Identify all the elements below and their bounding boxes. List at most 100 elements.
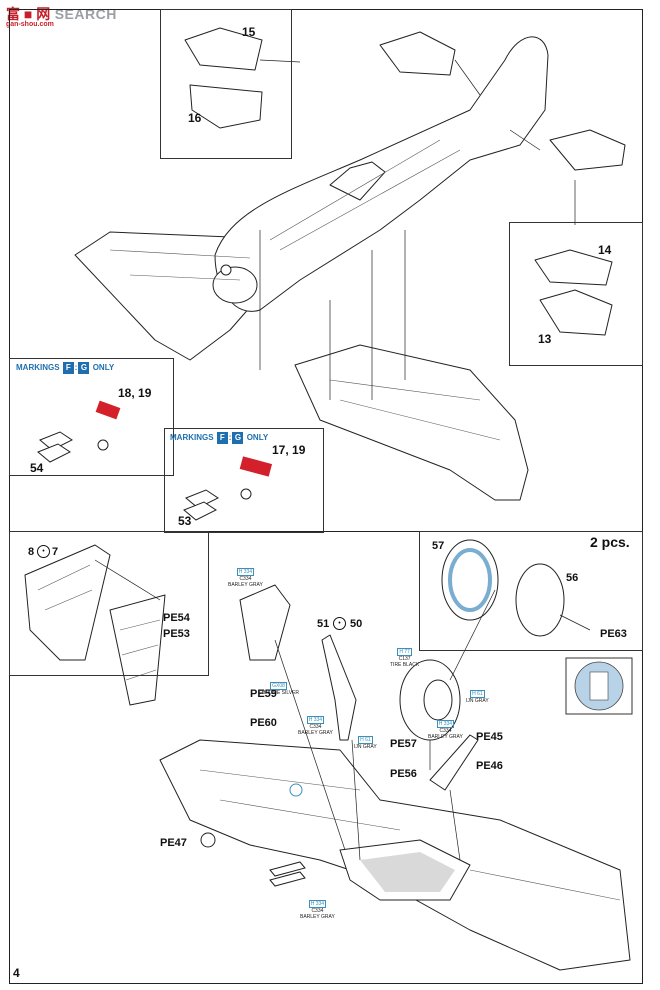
paint-code-alt: C137 bbox=[398, 656, 411, 662]
part-label-7: 7 bbox=[52, 546, 59, 558]
part-17-19-red bbox=[239, 456, 273, 477]
part-label-57: 57 bbox=[432, 540, 445, 552]
part-label-13: 13 bbox=[538, 332, 552, 346]
pe-frame-54 bbox=[109, 594, 166, 706]
paint-name: IJN GRAY bbox=[354, 744, 377, 750]
right-wing-outline bbox=[294, 344, 529, 501]
watermark-url: gan-shou.com bbox=[6, 21, 54, 28]
pe-label-45: PE45 bbox=[476, 731, 503, 743]
part-label-8: 8 bbox=[28, 546, 35, 558]
part-label-51: 51 bbox=[317, 618, 330, 630]
elevator-part-right bbox=[549, 129, 626, 171]
paint-callout-ijn-gray: H 61 IJN GRAY bbox=[466, 690, 489, 704]
paint-name: BARLEY GRAY bbox=[428, 734, 463, 740]
wheel-half-56 bbox=[515, 563, 565, 637]
paint-callout-barley-gray: H 334 C334 BARLEY GRAY bbox=[298, 716, 333, 736]
part-label-18-19: 18, 19 bbox=[118, 386, 152, 400]
wheel-hub bbox=[423, 679, 453, 721]
quantity-label: 2 pcs. bbox=[590, 534, 630, 550]
inset-rudder bbox=[160, 9, 292, 159]
paint-code: H 77 bbox=[397, 648, 412, 656]
marking-code-f: F bbox=[216, 432, 228, 444]
elevator-part-14 bbox=[534, 249, 613, 286]
pe-label-56: PE56 bbox=[390, 768, 417, 780]
watermark-brand: 富 ■ 网 bbox=[6, 6, 51, 22]
watermark-search: SEARCH bbox=[54, 6, 117, 22]
pe-label-54: PE54 bbox=[163, 612, 190, 624]
paint-code: H 334 bbox=[306, 716, 325, 724]
markings-note-left: MARKINGS F:G ONLY bbox=[16, 362, 115, 374]
part-18-19-red bbox=[95, 400, 121, 420]
pe-label-53: 53 bbox=[178, 514, 192, 528]
part-side-icon: • bbox=[37, 545, 50, 558]
pe-label-54: 54 bbox=[30, 461, 44, 475]
pe-label-60: PE60 bbox=[250, 717, 277, 729]
pe-label-46: PE46 bbox=[476, 760, 503, 772]
markings-prefix: MARKINGS bbox=[16, 363, 60, 372]
paint-code-alt: C334 bbox=[311, 908, 324, 914]
part-label-56: 56 bbox=[566, 572, 579, 584]
gear-door-8 bbox=[24, 544, 111, 661]
part-label-16: 16 bbox=[188, 111, 202, 125]
pe-label-57: PE57 bbox=[390, 738, 417, 750]
paint-callout-barley-gray: H 334 C334 BARLEY GRAY bbox=[428, 720, 463, 740]
wheel-rim-mask bbox=[448, 548, 492, 612]
paint-name: IJN GRAY bbox=[466, 698, 489, 704]
marking-code-g: G bbox=[78, 362, 90, 374]
paint-code: H 334 bbox=[236, 568, 255, 576]
marking-code-g: G bbox=[232, 432, 244, 444]
paint-name: BARLEY GRAY bbox=[298, 730, 333, 736]
gear-inner-door bbox=[239, 584, 291, 661]
paint-name: TIRE BLACK bbox=[390, 662, 420, 668]
paint-code-alt: C334 bbox=[239, 576, 252, 582]
paint-callout-tire-black: H 77 C137 TIRE BLACK bbox=[390, 648, 419, 668]
inset-elevator bbox=[509, 222, 643, 366]
elevator-part-13 bbox=[539, 289, 613, 336]
paint-code: H 61 bbox=[358, 736, 373, 744]
watermark: 富 ■ 网 SEARCH gan-shou.com bbox=[6, 4, 117, 28]
paint-code-alt: C334 bbox=[309, 724, 322, 730]
paint-code: GX08 bbox=[270, 682, 287, 690]
paint-code: H 334 bbox=[436, 720, 455, 728]
gear-strut-51 bbox=[321, 634, 357, 741]
part-side-icon: • bbox=[333, 617, 346, 630]
paint-name: CHROME SILVER bbox=[258, 690, 300, 696]
paint-callout-barley-gray: H 334 C334 BARLEY GRAY bbox=[300, 900, 335, 920]
part-label-14: 14 bbox=[598, 243, 612, 257]
pe-label-63: PE63 bbox=[600, 628, 627, 640]
inset-markings-right bbox=[164, 428, 324, 533]
nose-intake bbox=[212, 266, 258, 304]
pe-label-47: PE47 bbox=[160, 837, 187, 849]
part-label-50: 50 bbox=[350, 618, 363, 630]
markings-suffix: ONLY bbox=[92, 363, 115, 372]
page-number: 4 bbox=[13, 966, 20, 980]
rudder-part-15 bbox=[184, 27, 263, 71]
paint-code: H 61 bbox=[470, 690, 485, 698]
marking-code-f: F bbox=[62, 362, 74, 374]
section-divider bbox=[9, 531, 641, 532]
pe-label-59: PE59 bbox=[250, 688, 277, 700]
inset-wheel bbox=[419, 531, 643, 651]
paint-name: BARLEY GRAY bbox=[228, 582, 263, 588]
markings-prefix: MARKINGS bbox=[170, 433, 214, 442]
markings-note-right: MARKINGS F:G ONLY bbox=[170, 432, 269, 444]
inset-gear-door bbox=[9, 531, 209, 676]
part-label-17-19: 17, 19 bbox=[272, 443, 306, 457]
well-shade bbox=[360, 852, 455, 892]
paint-name: BARLEY GRAY bbox=[300, 914, 335, 920]
paint-code-alt: C334 bbox=[439, 728, 452, 734]
page-frame bbox=[9, 9, 643, 984]
pe-label-53: PE53 bbox=[163, 628, 190, 640]
markings-suffix: ONLY bbox=[246, 433, 269, 442]
paint-callout-chrome-silver: GX08 CHROME SILVER bbox=[258, 682, 299, 696]
canopy bbox=[329, 161, 386, 201]
paint-callout-barley-gray: H 334 C334 BARLEY GRAY bbox=[228, 568, 263, 588]
rudder-part-16 bbox=[189, 84, 263, 129]
paint-callout-ijn-gray: H 61 IJN GRAY bbox=[354, 736, 377, 750]
part-label-15: 15 bbox=[242, 25, 256, 39]
paint-code: H 334 bbox=[308, 900, 327, 908]
inset-markings-left bbox=[9, 358, 174, 476]
gear-cover-pe45 bbox=[429, 734, 479, 791]
